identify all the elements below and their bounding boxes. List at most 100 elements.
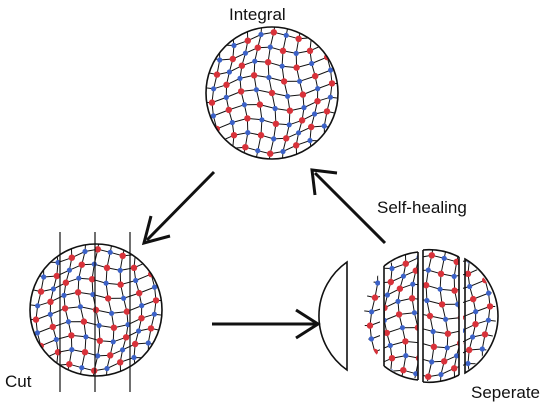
mesh-thread: [423, 262, 459, 284]
mesh-node-blue: [479, 346, 485, 352]
mesh-node-blue: [252, 179, 257, 184]
mesh-node-blue: [410, 281, 416, 287]
mesh-thread: [510, 220, 518, 397]
mesh-node-red: [493, 349, 499, 355]
mesh-node-blue: [124, 238, 129, 243]
mesh-thread: [342, 220, 513, 240]
mesh-node-red: [229, 55, 236, 63]
mesh-node-blue: [483, 377, 488, 382]
mesh-node-blue: [515, 292, 520, 297]
mesh-thread: [35, 244, 45, 376]
mesh-node-blue: [360, 261, 365, 266]
mesh-node-red: [37, 288, 45, 295]
mesh-node-red: [410, 386, 416, 392]
mesh-node-red: [359, 366, 365, 372]
mesh-node-blue: [347, 274, 352, 279]
mesh-node-red: [151, 386, 157, 392]
mesh-node-red: [395, 397, 401, 403]
mesh-node-blue: [411, 310, 417, 316]
mesh-node-red: [295, 35, 302, 42]
mesh-node-blue: [55, 259, 61, 266]
mesh-node-red: [437, 384, 443, 390]
mesh-node-red: [424, 402, 430, 408]
mesh-node-blue: [357, 352, 362, 357]
mesh-node-red: [493, 349, 499, 355]
mesh-node-blue: [118, 372, 124, 376]
integral-mesh-lines: [181, 4, 355, 185]
mesh-node-blue: [91, 261, 97, 267]
mesh-node-red: [467, 374, 473, 380]
mesh-node-blue: [229, 119, 235, 126]
mesh-node-red: [266, 179, 272, 185]
mesh-node-blue: [403, 248, 408, 253]
mesh-node-red: [356, 246, 362, 252]
mesh-node-blue: [508, 353, 513, 358]
mesh-node-red: [469, 244, 475, 250]
mesh-thread: [384, 254, 418, 270]
mesh-node-red: [341, 349, 347, 355]
mesh-node-red: [500, 288, 506, 294]
mesh-node-red: [492, 349, 496, 356]
mesh-node-red: [359, 393, 365, 399]
mesh-node-red: [395, 311, 403, 318]
mesh-thread: [342, 220, 513, 240]
mesh-node-red: [189, 157, 195, 163]
mesh-node-red: [50, 375, 57, 376]
mesh-thread: [356, 234, 364, 409]
mesh-node-red: [374, 265, 380, 271]
mesh-node-red: [451, 365, 458, 372]
mesh-node-blue: [50, 286, 57, 292]
mesh-node-red: [417, 241, 423, 247]
mesh-node-red: [514, 307, 520, 313]
mesh-node-blue: [253, 87, 259, 93]
mesh-node-blue: [368, 336, 374, 342]
mesh-node-blue: [372, 387, 377, 392]
mesh-node-blue: [97, 232, 102, 237]
mesh-node-blue: [403, 248, 408, 253]
mesh-node-red: [117, 359, 124, 366]
mesh-node-red: [181, 9, 187, 15]
mesh-node-red: [94, 246, 102, 253]
mesh-node-blue: [336, 142, 338, 148]
mesh-node-red: [327, 4, 333, 10]
mesh-node-blue: [397, 383, 402, 388]
mesh-node-red: [216, 41, 223, 49]
mesh-node-red: [138, 315, 145, 322]
mesh-node-red: [368, 399, 374, 405]
mesh-node-blue: [372, 250, 377, 255]
mesh-node-blue: [354, 323, 359, 328]
mesh-node-blue: [482, 240, 487, 245]
mesh-node-red: [481, 331, 489, 338]
mesh-node-blue: [285, 93, 291, 99]
mesh-node-red: [299, 91, 307, 98]
mesh-node-blue: [41, 356, 47, 362]
mesh-node-red: [293, 142, 300, 149]
mesh-node-red: [507, 246, 513, 252]
mesh-node-red: [210, 176, 216, 182]
mesh-node-blue: [350, 130, 355, 135]
piece-2-mesh: [354, 217, 516, 401]
mesh-node-blue: [498, 221, 503, 226]
mesh-node-red: [30, 270, 34, 277]
mesh-node-blue: [206, 69, 207, 75]
mesh-node-red: [510, 217, 516, 223]
mesh-node-red: [244, 115, 251, 122]
mesh-node-blue: [493, 247, 498, 252]
mesh-node-blue: [354, 323, 359, 328]
mesh-node-red: [410, 386, 416, 392]
mesh-node-red: [40, 258, 47, 266]
mesh-node-blue: [181, 112, 186, 117]
mesh-node-blue: [279, 63, 285, 69]
mesh-node-blue: [493, 247, 498, 252]
mesh-node-blue: [286, 122, 292, 128]
mesh-node-red: [437, 270, 445, 277]
mesh-node-red: [340, 157, 346, 163]
mesh-node-red: [125, 222, 131, 228]
mesh-node-red: [510, 367, 516, 373]
mesh-node-blue: [90, 382, 95, 387]
mesh-node-red: [444, 240, 450, 246]
mesh-node-blue: [324, 153, 330, 159]
mesh-node-blue: [382, 396, 387, 401]
mesh-node-red: [374, 374, 380, 380]
mesh-node-blue: [48, 390, 53, 395]
